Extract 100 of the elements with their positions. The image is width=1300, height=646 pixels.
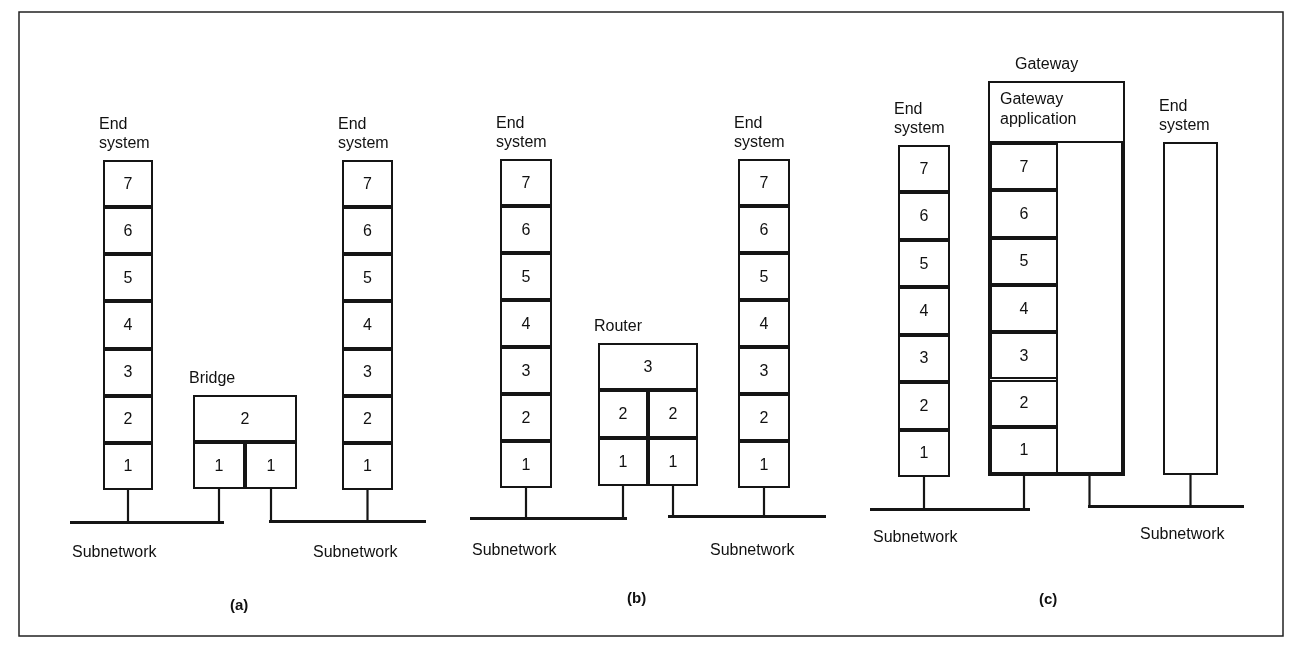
- panel-label: (c): [1039, 590, 1058, 607]
- layer-number: 3: [123, 363, 133, 382]
- layer-box: [990, 332, 1058, 380]
- layer-number: 4: [1019, 299, 1029, 318]
- layer-box: [500, 347, 552, 394]
- connector-line: [524, 488, 528, 517]
- layer-number: 2: [668, 405, 678, 423]
- layer-box: [342, 348, 393, 396]
- layer-number: 4: [759, 314, 769, 333]
- layer-number: 7: [363, 174, 372, 193]
- layer-number: 1: [521, 455, 531, 474]
- layer-number: 5: [759, 267, 769, 286]
- layer-number: 3: [363, 363, 372, 382]
- network-label: Subnetwork: [710, 541, 795, 559]
- layer-number: 2: [759, 408, 769, 427]
- connector-line: [671, 486, 675, 515]
- layer-number: 6: [1019, 204, 1029, 223]
- layer-box: [990, 143, 1058, 191]
- layer-box: [103, 395, 153, 443]
- layer-box: [598, 390, 648, 438]
- layer-number: 5: [919, 254, 929, 273]
- layer-box: [738, 253, 790, 300]
- layer-number: 2: [240, 409, 250, 428]
- node-heading: End system: [1159, 96, 1211, 134]
- connector-line: [621, 486, 625, 517]
- layer-number: 6: [123, 221, 133, 240]
- layer-box: [648, 438, 698, 486]
- layer-number: 1: [759, 455, 769, 474]
- layer-box: [598, 438, 648, 486]
- connector-line: [366, 490, 369, 520]
- layer-number: 2: [618, 405, 628, 423]
- empty-column: [1056, 141, 1123, 474]
- layer-number: 1: [1019, 441, 1029, 460]
- layer-box: [898, 239, 950, 288]
- connector-line: [217, 489, 221, 521]
- layer-number: 3: [521, 361, 531, 380]
- node-heading: End system: [99, 114, 151, 152]
- layer-number: 1: [919, 444, 929, 463]
- layer-box: [500, 253, 552, 300]
- layer-number: 7: [521, 173, 531, 192]
- layer-number: 5: [521, 267, 531, 286]
- layer-box: [500, 206, 552, 253]
- layer-number: 4: [919, 302, 929, 320]
- layer-number: 1: [618, 453, 628, 471]
- node-heading: Bridge: [189, 368, 237, 387]
- node-heading: End system: [496, 113, 548, 151]
- layer-box: [738, 347, 790, 394]
- layer-box: [245, 442, 297, 489]
- layer-number: 7: [1019, 157, 1029, 176]
- connector-line: [126, 490, 130, 521]
- layer-number: 4: [123, 316, 133, 334]
- layer-box: [103, 301, 153, 349]
- layer-number: 4: [521, 314, 531, 333]
- layer-box: [103, 348, 153, 396]
- layer-number: 5: [363, 268, 372, 287]
- layer-box: [342, 301, 393, 349]
- node-heading: Router: [594, 316, 644, 335]
- network-label: Subnetwork: [873, 528, 958, 546]
- layer-number: 6: [363, 221, 372, 240]
- layer-box: [193, 442, 245, 489]
- layer-box: [990, 190, 1058, 238]
- network-label: Subnetwork: [72, 543, 157, 561]
- layer-box: [898, 382, 950, 430]
- layer-number: 7: [123, 174, 133, 193]
- layer-number: 3: [919, 349, 929, 368]
- panel-label: (b): [627, 589, 647, 606]
- layer-box: [898, 287, 950, 335]
- layer-box: [738, 300, 790, 347]
- layer-box: [103, 254, 153, 302]
- layer-number: 3: [759, 361, 769, 380]
- network-label: Subnetwork: [313, 543, 398, 561]
- network-label: Subnetwork: [1140, 525, 1225, 543]
- layer-number: 3: [1019, 346, 1029, 365]
- connector-line: [1189, 475, 1192, 505]
- box-label: Gateway application: [1000, 89, 1078, 129]
- layer-number: 2: [1019, 394, 1029, 413]
- layer-box: [103, 207, 153, 255]
- layer-number: 2: [363, 410, 372, 429]
- node-heading: End system: [338, 114, 390, 152]
- layer-number: 1: [123, 457, 133, 476]
- layer-number: 1: [668, 453, 678, 471]
- layer-box: [342, 254, 393, 302]
- layer-number: 7: [759, 173, 769, 192]
- layer-number: 2: [123, 410, 133, 429]
- panel-label: (a): [230, 596, 249, 613]
- network-label: Subnetwork: [472, 541, 557, 559]
- layer-number: 1: [214, 456, 224, 475]
- layer-number: 7: [919, 159, 929, 178]
- layer-box: [342, 395, 393, 443]
- layer-number: 1: [266, 456, 276, 475]
- layer-box: [990, 237, 1058, 285]
- connector-line: [762, 488, 766, 515]
- connector-line: [922, 477, 926, 508]
- layer-number: 6: [759, 220, 769, 239]
- layer-number: 2: [919, 396, 929, 415]
- layer-box: [500, 300, 552, 347]
- layer-box: [500, 394, 552, 441]
- layer-box: [990, 284, 1058, 333]
- node-heading: End system: [894, 99, 946, 137]
- layer-number: 5: [1019, 252, 1029, 271]
